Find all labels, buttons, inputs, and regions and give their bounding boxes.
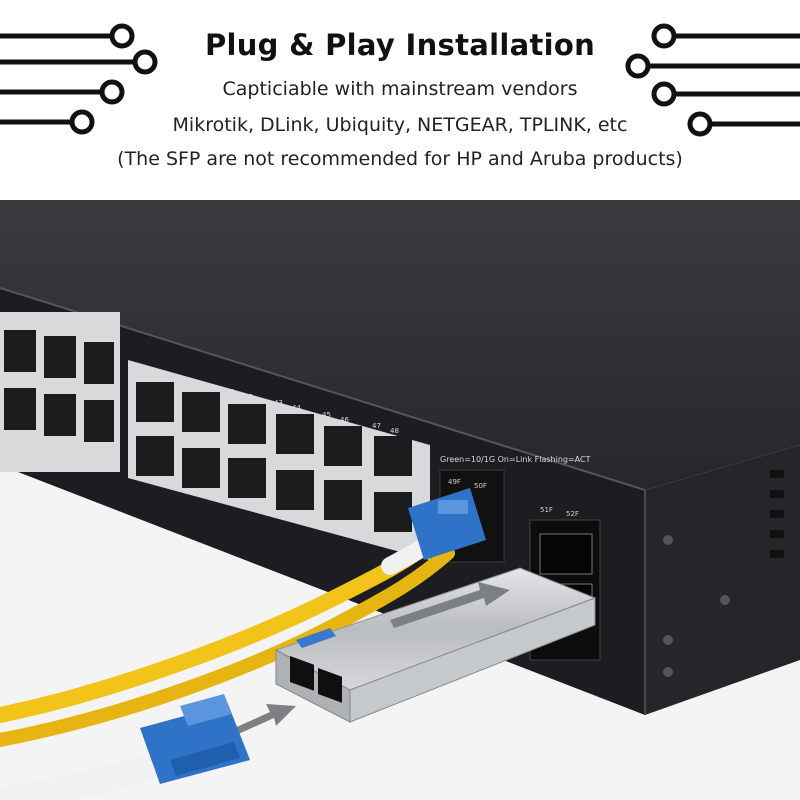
svg-text:41: 41 (226, 388, 235, 396)
svg-text:39: 39 (180, 376, 189, 384)
sfp-bail-latch (296, 628, 336, 648)
circuit-lines-decoration (0, 23, 800, 137)
sfp-label-52: 52F (566, 510, 579, 518)
port-number-labels: 37 38 39 40 41 42 43 44 45 46 47 48 (134, 366, 399, 435)
sfp-label-49: 49F (448, 478, 461, 486)
led-legend-label: Green=10/1G On=Link Flashing=ACT (440, 455, 591, 464)
switch-top-surface (0, 200, 800, 490)
svg-text:38: 38 (152, 370, 161, 378)
svg-text:42: 42 (244, 393, 253, 401)
ethernet-ports (136, 382, 412, 532)
svg-text:37: 37 (134, 366, 143, 374)
switch-photo: 37 38 39 40 41 42 43 44 45 46 47 48 Gree… (0, 200, 800, 800)
svg-text:46: 46 (340, 416, 349, 424)
page-title: Plug & Play Installation (204, 28, 596, 62)
svg-text:48: 48 (390, 427, 399, 435)
insert-arrow-cable (230, 704, 296, 736)
recommendation-note: (The SFP are not recommended for HP and … (117, 148, 683, 170)
sfp-label-50: 50F (474, 482, 487, 490)
svg-text:45: 45 (322, 411, 331, 419)
sfp-label-51: 51F (540, 506, 553, 514)
svg-text:40: 40 (198, 381, 207, 389)
svg-text:44: 44 (292, 404, 301, 412)
vendor-list-text: Mikrotik, DLink, Ubiquity, NETGEAR, TPLI… (172, 114, 628, 136)
svg-text:43: 43 (274, 399, 283, 407)
switch-side-panel (645, 445, 800, 715)
svg-text:47: 47 (372, 422, 381, 430)
insert-arrow-module (390, 582, 510, 628)
compatibility-text: Capticiable with mainstream vendors (222, 78, 578, 100)
side-vents (663, 470, 784, 677)
lc-connector-loose (140, 704, 250, 784)
header-banner: Plug & Play Installation Capticiable wit… (0, 0, 800, 200)
